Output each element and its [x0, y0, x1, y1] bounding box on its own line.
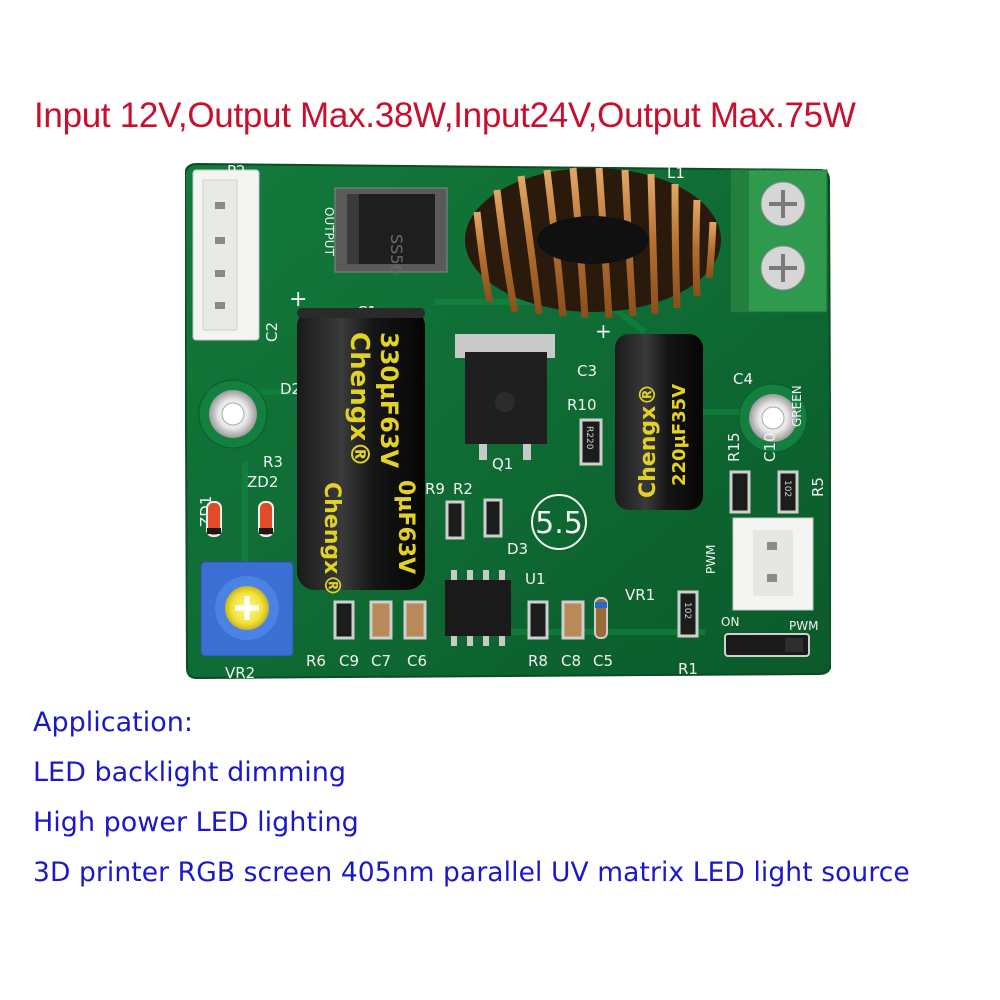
cap-big-brand: Chengx®: [344, 332, 374, 467]
cap-big-rating: 330µF63V: [375, 332, 403, 469]
capacitor-330uf: Chengx® 330µF63V Chengx® 0µF63V: [297, 308, 425, 596]
silk-q1: Q1: [492, 455, 513, 473]
silk-d2: D2: [280, 380, 301, 398]
silk-c9: C9: [339, 652, 359, 670]
voltage-badge: 5.5: [531, 494, 587, 550]
smd-components: R220 102 102 103: [333, 418, 799, 640]
application-item-1: LED backlight dimming: [33, 757, 347, 788]
silk-c8: C8: [561, 652, 581, 670]
toroidal-inductor: [465, 167, 721, 319]
zener-diodes: [206, 501, 274, 537]
silk-c4: C4: [733, 370, 753, 388]
silk-on: ON: [721, 615, 739, 629]
mounting-hole-right: [738, 383, 808, 453]
silk-r8: R8: [528, 652, 548, 670]
screw-terminal: [730, 169, 828, 313]
silk-r2: R2: [453, 480, 473, 498]
capacitor-220uf: Chengx® 220µF35V: [615, 334, 703, 510]
silk-r5: R5: [809, 477, 827, 497]
smd-102a: 102: [682, 602, 692, 619]
jumper-switch: [724, 633, 810, 657]
silk-pwm-2: PWM: [789, 619, 818, 633]
cap-big-rating-2: 0µF63V: [393, 480, 418, 574]
silk-vr1: VR1: [625, 586, 655, 604]
silk-output: OUTPUT: [322, 207, 336, 257]
smd-102b: 102: [782, 480, 792, 497]
silk-c3: C3: [577, 362, 597, 380]
silk-p2: P2: [227, 162, 246, 180]
silk-r1: R1: [678, 660, 698, 678]
silk-u1: U1: [525, 570, 546, 588]
headline: Input 12V,Output Max.38W,Input24V,Output…: [34, 96, 856, 135]
silk-r6: R6: [306, 652, 326, 670]
potentiometer-vr2: [200, 561, 294, 657]
silk-r9: R9: [425, 480, 445, 498]
silk-r10: R10: [567, 396, 597, 414]
silk-c5: C5: [593, 652, 613, 670]
silk-zd2: ZD2: [247, 473, 278, 491]
cap-big-brand-2: Chengx®: [319, 482, 344, 596]
silk-plus-c3: +: [595, 319, 612, 343]
application-item-2: High power LED lighting: [33, 807, 359, 838]
silk-vr2: VR2: [225, 664, 255, 680]
diode-marking: SS56: [387, 234, 406, 275]
silk-l1: L1: [667, 164, 685, 182]
silk-r15: R15: [725, 432, 743, 462]
silk-c6: C6: [407, 652, 427, 670]
pcb-board-photo: P2 OUTPUT C2 C1 D2 R3 ZD2 ZD1 L1 C3 R10 …: [185, 162, 831, 680]
application-heading: Application:: [33, 707, 193, 738]
silk-plus-c1: +: [289, 287, 307, 312]
application-section: Application: LED backlight dimming High …: [33, 703, 993, 903]
silk-d3: D3: [507, 540, 528, 558]
cap-small-brand: Chengx®: [636, 384, 661, 498]
silk-pwm: PWM: [704, 545, 718, 574]
cap-small-rating: 220µF35V: [669, 384, 690, 486]
schottky-diode: SS56: [334, 187, 448, 275]
silk-c10: C10: [761, 432, 779, 462]
ic-u1: [445, 570, 511, 646]
silk-c2: C2: [263, 322, 281, 342]
pwm-connector: [732, 517, 814, 611]
mounting-hole-left: [198, 379, 268, 449]
output-connector: [192, 169, 260, 341]
smd-r220: R220: [584, 426, 594, 450]
badge-text: 5.5: [535, 506, 583, 541]
application-item-3: 3D printer RGB screen 405nm parallel UV …: [33, 857, 910, 888]
mosfet-q1: [455, 334, 555, 460]
silk-green: GREEN: [790, 385, 804, 427]
silk-c7: C7: [371, 652, 391, 670]
silk-r3: R3: [263, 453, 283, 471]
